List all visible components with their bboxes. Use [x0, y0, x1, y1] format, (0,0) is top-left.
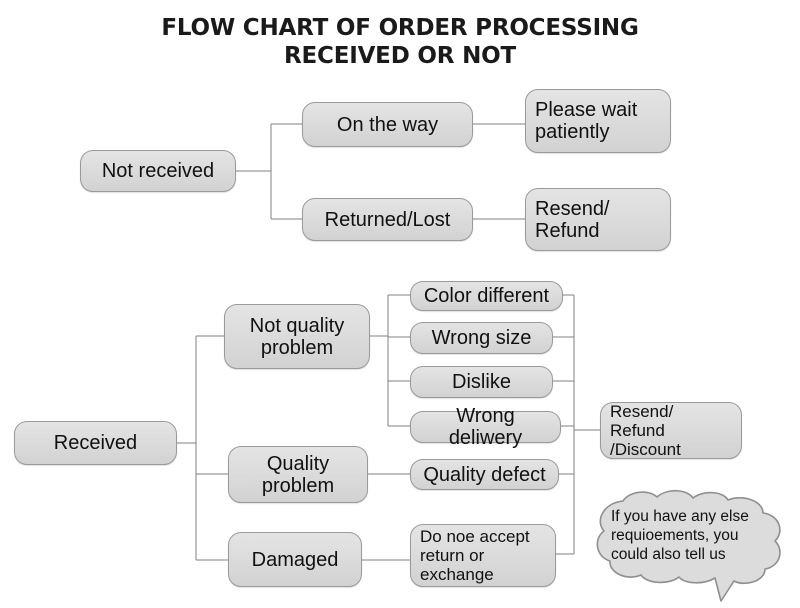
node-on-the-way[interactable]: On the way [302, 102, 473, 147]
node-do-not-accept-return[interactable]: Do noe accept return or exchange [410, 524, 556, 587]
node-not-quality-problem[interactable]: Not quality problem [224, 304, 370, 369]
node-quality-problem[interactable]: Quality problem [228, 446, 368, 503]
node-label: Wrong deliwery [448, 405, 523, 449]
title-line-2: RECEIVED OR NOT [284, 43, 516, 69]
node-please-wait-patiently[interactable]: Please wait patiently [525, 89, 671, 153]
node-not-received[interactable]: Not received [80, 150, 236, 192]
node-dislike[interactable]: Dislike [410, 366, 553, 398]
node-label: Returned/Lost [324, 208, 451, 231]
node-label: Resend/ Refund /Discount [610, 402, 681, 459]
node-label: Do noe accept return or exchange [420, 527, 530, 584]
node-quality-defect[interactable]: Quality defect [410, 459, 559, 490]
title-line-1: FLOW CHART OF ORDER PROCESSING [161, 15, 639, 41]
node-label: Color different [423, 285, 550, 307]
node-damaged[interactable]: Damaged [228, 532, 362, 587]
node-label: Not received [101, 160, 215, 182]
callout-bubble[interactable]: If you have any else requioements, you c… [593, 489, 789, 604]
node-label: On the way [336, 113, 439, 136]
node-label: Wrong size [431, 327, 532, 349]
callout-bubble-shape [596, 489, 781, 602]
node-label: Quality defect [423, 463, 546, 486]
node-label: Not quality problem [249, 314, 345, 359]
callout-text: If you have any else requioements, you c… [611, 508, 749, 563]
node-label: Resend/ Refund [535, 197, 610, 242]
node-label: Damaged [251, 548, 339, 571]
node-wrong-delivery[interactable]: Wrong deliwery [410, 405, 561, 449]
node-label: Quality problem [261, 452, 335, 497]
node-wrong-size[interactable]: Wrong size [410, 322, 553, 354]
node-resend-refund-discount[interactable]: Resend/ Refund /Discount [600, 402, 742, 459]
node-label: Dislike [452, 371, 511, 393]
node-received[interactable]: Received [14, 421, 177, 465]
node-returned-lost[interactable]: Returned/Lost [302, 198, 473, 241]
node-resend-refund[interactable]: Resend/ Refund [525, 188, 671, 251]
page-title: FLOW CHART OF ORDER PROCESSING RECEIVED … [0, 14, 800, 70]
node-color-different[interactable]: Color different [410, 281, 563, 311]
node-label: Please wait patiently [535, 99, 638, 143]
node-label: Received [53, 432, 138, 454]
